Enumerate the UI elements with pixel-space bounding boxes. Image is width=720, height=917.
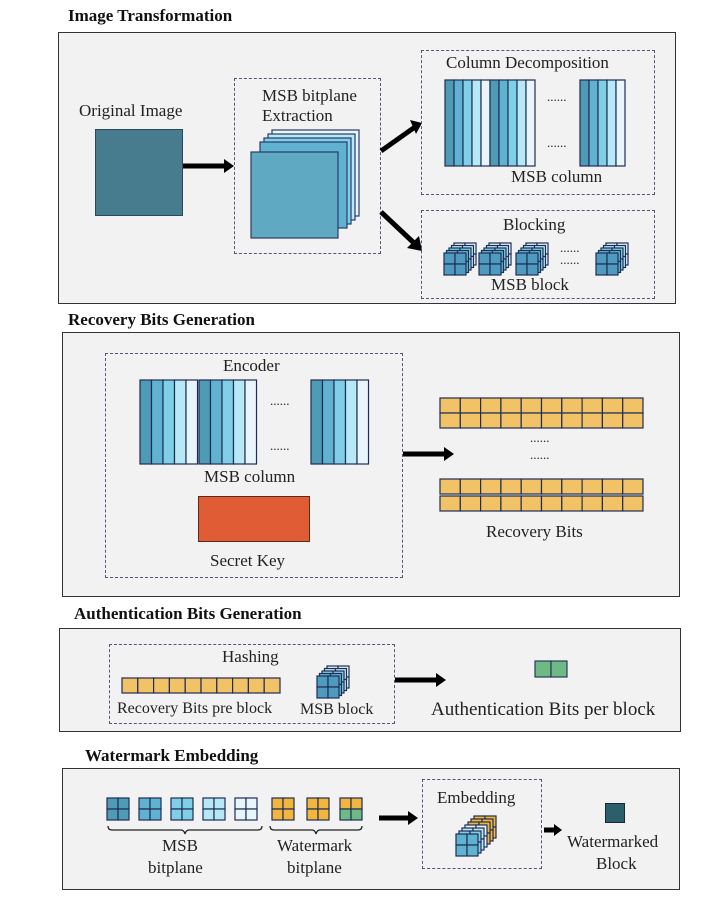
watermark-bitplane-1-cell	[317, 808, 330, 821]
section-title-image-transformation: Image Transformation	[68, 6, 233, 25]
section-title-recovery-bits: Recovery Bits Generation	[68, 310, 255, 329]
secret-key-block	[198, 496, 310, 542]
authentication-bits-label: Authentication Bits per block	[431, 699, 656, 720]
recovery-bit	[622, 478, 644, 495]
hashing-label: Hashing	[222, 647, 279, 666]
column-decomposition-box	[421, 50, 655, 195]
msb-column-label-top: MSB column	[511, 167, 603, 186]
msb-extraction-label-1: MSB bitplane	[262, 86, 357, 105]
watermarked-block-label-2: Block	[596, 854, 637, 873]
ellipsis-rb-1: ......	[530, 430, 550, 445]
watermarked-block-label-1: Watermarked	[567, 832, 659, 851]
msb-bitplane-label-2: bitplane	[148, 858, 203, 877]
recovery-bits-label: Recovery Bits	[486, 522, 583, 541]
msb-column-2-stripe	[356, 379, 370, 465]
blocking-box	[421, 210, 655, 299]
embedding-box	[422, 779, 542, 869]
msb-block-0-layer-0-cell	[454, 263, 467, 276]
recovery-bits-per-block-label: Recovery Bits pre block	[117, 700, 273, 717]
watermark-bitplane-label-1: Watermark	[277, 836, 353, 855]
msb-block-label-hashing: MSB block	[300, 701, 374, 718]
embed-layer-layer-0-cell	[466, 844, 479, 857]
secret-key-label: Secret Key	[210, 551, 286, 570]
msb-block-3-layer-0-cell	[606, 263, 619, 276]
ellipsis-enc-1: ......	[270, 393, 290, 408]
embedding-label: Embedding	[437, 788, 516, 807]
msb-column-2-stripe	[615, 79, 626, 167]
watermark-bitplane-2-cell	[350, 808, 363, 821]
original-image-square	[95, 129, 183, 216]
section-title-authentication-bits: Authentication Bits Generation	[74, 604, 302, 623]
ellipsis-enc-2: ......	[270, 438, 290, 453]
recovery-bit-per-block	[263, 677, 281, 694]
encoder-label: Encoder	[223, 356, 280, 375]
watermarked-block-square	[605, 803, 625, 823]
section-title-watermark-embedding: Watermark Embedding	[85, 746, 259, 765]
msb-bitplane-3-cell	[213, 808, 226, 821]
msb-bitplane-1-cell	[149, 808, 162, 821]
recovery-bit	[622, 412, 644, 429]
msb-column-1-stripe	[244, 379, 258, 465]
watermark-bitplane-0-cell	[282, 808, 295, 821]
panel-watermark-embedding	[62, 768, 680, 890]
msb-bitplane-label-1: MSB	[162, 836, 198, 855]
hash-msb-block-layer-0-cell	[327, 686, 340, 699]
watermark-bitplane-label-2: bitplane	[287, 858, 342, 877]
msb-block-1-layer-0-cell	[489, 263, 502, 276]
msb-column-1-stripe	[525, 79, 536, 167]
column-decomposition-label: Column Decomposition	[446, 53, 609, 72]
ellipsis-top-2: ......	[547, 135, 567, 150]
ellipsis-block-1: ......	[560, 240, 580, 255]
hashing-box	[109, 644, 395, 724]
msb-column-label-encoder: MSB column	[204, 467, 296, 486]
ellipsis-top-1: ......	[547, 89, 567, 104]
ellipsis-block-2: ......	[560, 252, 580, 267]
msb-bitplane-0-cell	[117, 808, 130, 821]
msb-bitplane-4-cell	[245, 808, 258, 821]
recovery-bit	[622, 495, 644, 512]
encoder-box	[105, 353, 403, 578]
msb-block-2-layer-0-cell	[526, 263, 539, 276]
msb-extraction-label-2: Extraction	[262, 106, 333, 125]
ellipsis-rb-2: ......	[530, 447, 550, 462]
blocking-label: Blocking	[503, 215, 566, 234]
original-image-label: Original Image	[79, 101, 183, 120]
msb-column-0-stripe	[185, 379, 199, 465]
msb-extraction-box	[234, 78, 381, 254]
msb-bitplane-2-cell	[181, 808, 194, 821]
msb-block-label-top: MSB block	[491, 275, 569, 294]
